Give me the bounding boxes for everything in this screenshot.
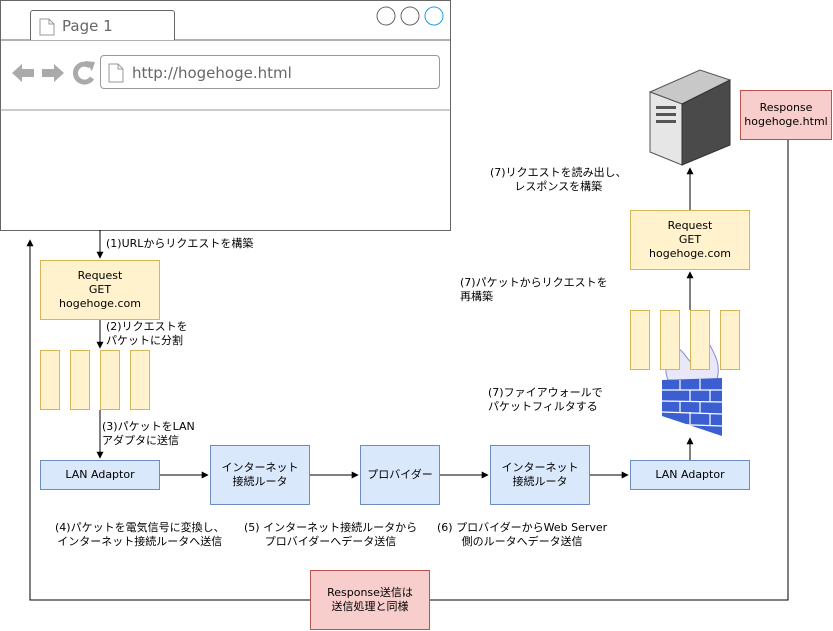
document-icon	[108, 63, 124, 83]
back-arrow-icon[interactable]	[12, 64, 34, 82]
packet	[690, 310, 710, 370]
packet	[660, 310, 680, 370]
step-1-label: (1)URLからリクエストを構築	[106, 237, 254, 250]
request-line: Request	[667, 219, 713, 232]
response-file: hogehoge.html	[744, 115, 828, 128]
server-icon	[648, 69, 732, 166]
request-host: hogehoge.com	[649, 247, 731, 260]
response-box-server: Response hogehoge.html	[740, 90, 832, 140]
step-7-rebuild-label: (7)パケットからリクエストを再構築	[460, 276, 608, 303]
forward-arrow-icon[interactable]	[42, 64, 64, 82]
response-note-line2: 送信処理と同様	[331, 600, 409, 613]
lan-adaptor-client: LAN Adaptor	[40, 460, 160, 490]
provider-label: プロバイダー	[367, 468, 433, 481]
step-5-label: (5) インターネット接続ルータからプロバイダーへデータ送信	[244, 521, 418, 548]
browser-tab[interactable]: Page 1	[30, 10, 175, 40]
tab-title: Page 1	[62, 17, 113, 35]
provider-box: プロバイダー	[360, 445, 440, 505]
lan-adaptor-label: LAN Adaptor	[65, 468, 135, 481]
request-host: hogehoge.com	[59, 297, 141, 310]
lan-adaptor-server: LAN Adaptor	[630, 460, 750, 490]
request-box-client: Request GET hogehoge.com	[40, 260, 160, 320]
router-client: インターネット 接続ルータ	[210, 445, 310, 505]
packet	[720, 310, 740, 370]
router-label-line2: 接続ルータ	[512, 475, 568, 488]
step-4-label: (4)パケットを電気信号に変換し、インターネット接続ルータへ送信	[55, 521, 225, 548]
response-box-bottom: Response送信は 送信処理と同様	[310, 570, 430, 630]
url-input[interactable]: http://hogehoge.html	[100, 55, 440, 89]
request-line: Request	[77, 269, 123, 282]
request-method: GET	[678, 233, 702, 246]
packet	[630, 310, 650, 370]
packet	[130, 350, 150, 410]
packet	[40, 350, 60, 410]
request-method: GET	[88, 283, 112, 296]
packet	[70, 350, 90, 410]
step-7-read-label: (7)リクエストを読み出し、レスポンスを構築	[490, 166, 627, 193]
url-text: http://hogehoge.html	[132, 64, 292, 82]
router-label-line1: インターネット	[501, 461, 579, 474]
window-control-icon[interactable]	[376, 6, 444, 26]
router-label-line2: 接続ルータ	[232, 475, 288, 488]
router-label-line1: インターネット	[221, 461, 299, 474]
router-server: インターネット 接続ルータ	[490, 445, 590, 505]
response-note-line1: Response送信は	[327, 586, 413, 599]
step-2-label: (2)リクエストをパケットに分割	[106, 320, 188, 347]
request-box-server: Request GET hogehoge.com	[630, 210, 750, 270]
document-icon	[39, 18, 55, 36]
packet	[100, 350, 120, 410]
reload-icon[interactable]	[73, 61, 95, 85]
response-title: Response	[759, 101, 813, 114]
step-7-firewall-label: (7)ファイアウォールでパケットフィルタする	[488, 386, 603, 413]
lan-adaptor-label: LAN Adaptor	[655, 468, 725, 481]
